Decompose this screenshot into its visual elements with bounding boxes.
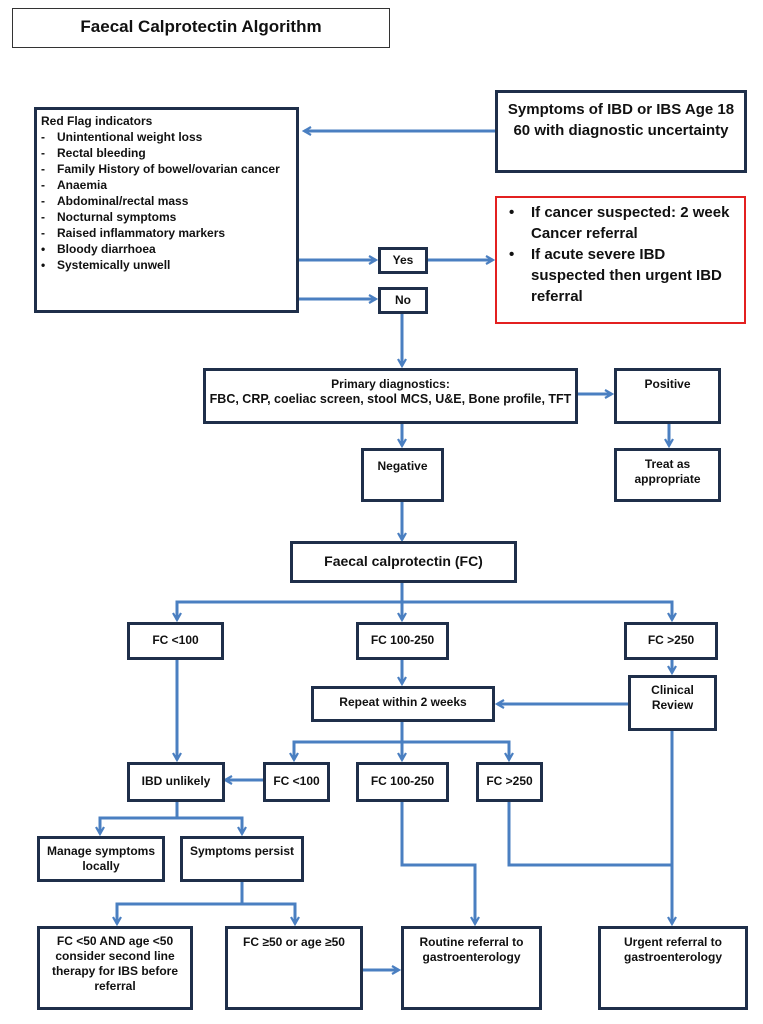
manage-symptoms-locally-box: Manage symptoms locally	[37, 836, 165, 882]
fc-100-250-box: FC 100-250	[356, 622, 449, 660]
ibd-unlikely-box: IBD unlikely	[127, 762, 225, 802]
arrow-to-persist	[177, 816, 242, 834]
fc2-gt250-box: FC >250	[476, 762, 543, 802]
red-flag-indicators-box: Red Flag indicators Unintentional weight…	[34, 107, 299, 313]
urgent-alert-box: If cancer suspected: 2 week Cancer refer…	[495, 196, 746, 324]
positive-box: Positive	[614, 368, 721, 424]
no-box: No	[378, 287, 428, 314]
alert-item-ibd: If acute severe IBD suspected then urgen…	[505, 244, 736, 307]
red-flag-item: Abdominal/rectal mass	[41, 193, 292, 209]
primary-heading: Primary diagnostics:	[331, 377, 450, 391]
negative-box: Negative	[361, 448, 444, 502]
routine-referral-box: Routine referral to gastroenterology	[401, 926, 542, 1010]
faecal-calprotectin-box: Faecal calprotectin (FC)	[290, 541, 517, 583]
primary-tests: FBC, CRP, coeliac screen, stool MCS, U&E…	[209, 392, 572, 406]
red-flag-item: Family History of bowel/ovarian cancer	[41, 161, 292, 177]
red-flag-item: Bloody diarrhoea	[41, 241, 292, 257]
arrow-fc2-100-250-to-routine	[400, 801, 475, 924]
fc-ge50-box: FC ≥50 or age ≥50	[225, 926, 363, 1010]
page-title: Faecal Calprotectin Algorithm	[12, 8, 390, 48]
red-flag-item: Raised inflammatory markers	[41, 225, 292, 241]
arrow-fc2-gt250-to-urgent	[507, 801, 672, 867]
red-flag-item: Systemically unwell	[41, 257, 292, 273]
arrow-fc-to-lt100	[177, 600, 402, 620]
fc-lt100-box: FC <100	[127, 622, 224, 660]
red-flag-item: Nocturnal symptoms	[41, 209, 292, 225]
red-flag-heading: Red Flag indicators	[41, 114, 153, 128]
fc-gt250-box: FC >250	[624, 622, 718, 660]
fc-lt50-box: FC <50 AND age <50 consider second line …	[37, 926, 193, 1010]
treat-as-appropriate-box: Treat as appropriate	[614, 448, 721, 502]
arrow-to-fc-lt50	[117, 902, 242, 924]
fc2-100-250-box: FC 100-250	[356, 762, 449, 802]
fc2-lt100-box: FC <100	[263, 762, 330, 802]
red-flag-item: Unintentional weight loss	[41, 129, 292, 145]
clinical-review-box: Clinical Review	[628, 675, 717, 731]
urgent-referral-box: Urgent referral to gastroenterology	[598, 926, 748, 1010]
arrow-to-fc-ge50	[242, 902, 295, 924]
red-flag-item: Anaemia	[41, 177, 292, 193]
arrow-fc-to-gt250	[402, 600, 672, 620]
arrow-repeat-to-fc2-gt250	[402, 740, 509, 760]
arrow-repeat-to-fc2-lt100	[294, 740, 402, 760]
symptoms-persist-box: Symptoms persist	[180, 836, 304, 882]
primary-diagnostics-box: Primary diagnostics: FBC, CRP, coeliac s…	[203, 368, 578, 424]
red-flag-item: Rectal bleeding	[41, 145, 292, 161]
alert-item-cancer: If cancer suspected: 2 week Cancer refer…	[505, 202, 736, 244]
arrow-to-manage	[100, 816, 177, 834]
repeat-within-2-weeks-box: Repeat within 2 weeks	[311, 686, 495, 722]
start-symptoms-box: Symptoms of IBD or IBS Age 18 60 with di…	[495, 90, 747, 173]
yes-box: Yes	[378, 247, 428, 274]
